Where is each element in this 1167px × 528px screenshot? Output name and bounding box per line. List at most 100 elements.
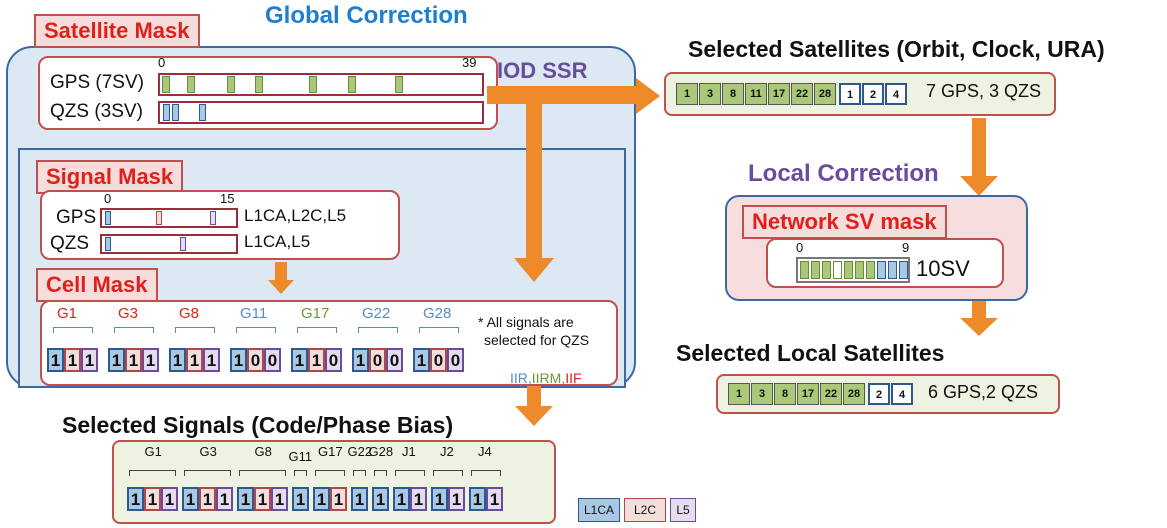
selected-sat-gps-22: 22 bbox=[791, 83, 813, 105]
gps-mask-label: GPS (7SV) bbox=[50, 72, 144, 93]
selected-sat-qzs-1: 1 bbox=[839, 83, 861, 105]
signal-bit-g22-0: 1 bbox=[351, 487, 368, 511]
gps-l5-bit bbox=[210, 211, 216, 225]
local-correction-title: Local Correction bbox=[748, 160, 939, 187]
legend-l2c: L2C bbox=[624, 498, 666, 522]
gps-sv-11-bit bbox=[255, 76, 263, 93]
cell-bit-g3-0: 1 bbox=[108, 348, 125, 372]
qzs-mask-label: QZS (3SV) bbox=[50, 101, 143, 122]
network-mask-start: 0 bbox=[796, 240, 804, 255]
network-mask-bit-0 bbox=[800, 261, 809, 279]
signal-bit-g3-2: 1 bbox=[216, 487, 233, 511]
signal-bit-g11-0: 1 bbox=[292, 487, 309, 511]
signal-bracket bbox=[433, 470, 463, 476]
selected-local-gps-17: 17 bbox=[797, 383, 819, 405]
cell-group-bracket bbox=[53, 327, 93, 333]
cell-bit-g1-1: 1 bbox=[64, 348, 81, 372]
signal-bracket bbox=[315, 470, 345, 476]
signal-bit-g17-0: 1 bbox=[313, 487, 330, 511]
signal-bracket bbox=[353, 470, 366, 476]
network-sv-mask-bar bbox=[796, 257, 910, 283]
cell-bit-g11-2: 0 bbox=[264, 348, 281, 372]
legend-iif: IIF bbox=[565, 370, 582, 386]
selected-local-title: Selected Local Satellites bbox=[676, 340, 945, 366]
gps-sv-8-bit bbox=[227, 76, 235, 93]
legend-l1ca: L1CA bbox=[578, 498, 620, 522]
cell-bit-g22-2: 0 bbox=[386, 348, 403, 372]
cell-group-label-g22: G22 bbox=[362, 305, 391, 322]
selected-signals-title: Selected Signals (Code/Phase Bias) bbox=[62, 412, 454, 438]
selected-local-gps-22: 22 bbox=[820, 383, 842, 405]
signal-gps-label: GPS bbox=[56, 207, 97, 228]
gps-sv-17-bit bbox=[309, 76, 317, 93]
signal-label-g22: G22 bbox=[347, 444, 373, 459]
cell-bit-g11-0: 1 bbox=[230, 348, 247, 372]
gps-satellite-mask-bar bbox=[158, 73, 484, 96]
signal-bracket bbox=[239, 470, 286, 476]
signal-bit-g1-1: 1 bbox=[144, 487, 161, 511]
cell-group-bracket bbox=[358, 327, 398, 333]
satellite-mask-tag: Satellite Mask bbox=[34, 14, 200, 48]
signal-label-g11: G11 bbox=[288, 449, 313, 464]
gps-signals-list: L1CA,L2C,L5 bbox=[244, 206, 347, 225]
cell-bit-g28-1: 0 bbox=[430, 348, 447, 372]
cell-bit-g28-0: 1 bbox=[413, 348, 430, 372]
selected-local-qzs-4: 4 bbox=[891, 383, 913, 405]
network-sv-mask-tag: Network SV mask bbox=[742, 205, 947, 239]
selected-sat-gps-11: 11 bbox=[745, 83, 767, 105]
cell-group-label-g8: G8 bbox=[179, 305, 200, 322]
cell-bit-g17-1: 1 bbox=[308, 348, 325, 372]
cell-group-label-g3: G3 bbox=[118, 305, 139, 322]
selected-local-panel bbox=[716, 374, 1060, 414]
signal-bit-g8-0: 1 bbox=[237, 487, 254, 511]
signal-bracket bbox=[184, 470, 231, 476]
gps-sv-28-bit bbox=[395, 76, 403, 93]
cell-bit-g8-1: 1 bbox=[186, 348, 203, 372]
cell-mask-note-2: selected for QZS bbox=[484, 332, 590, 348]
arrow-to-selected-local bbox=[960, 300, 998, 336]
signal-label-g8: G8 bbox=[254, 444, 272, 459]
selected-sat-gps-1: 1 bbox=[676, 83, 698, 105]
signal-bit-j2-0: 1 bbox=[431, 487, 448, 511]
cell-group-label-g28: G28 bbox=[423, 305, 452, 322]
signal-bit-g3-1: 1 bbox=[199, 487, 216, 511]
arrow-to-cell-mask bbox=[514, 96, 554, 282]
selected-sat-gps-28: 28 bbox=[814, 83, 836, 105]
selected-sat-gps-3: 3 bbox=[699, 83, 721, 105]
cell-group-label-g1: G1 bbox=[57, 305, 78, 322]
iod-ssr-label: IOD SSR bbox=[497, 58, 588, 83]
selected-satellites-title: Selected Satellites (Orbit, Clock, URA) bbox=[688, 36, 1105, 62]
signal-bit-j2-1: 1 bbox=[448, 487, 465, 511]
selected-sat-qzs-2: 2 bbox=[862, 83, 884, 105]
signal-bit-g8-2: 1 bbox=[271, 487, 288, 511]
cell-group-bracket bbox=[297, 327, 337, 333]
signal-bit-g1-0: 1 bbox=[127, 487, 144, 511]
signal-label-g3: G3 bbox=[199, 444, 217, 459]
network-mask-end: 9 bbox=[902, 240, 910, 255]
cell-group-bracket bbox=[236, 327, 276, 333]
cell-bit-g17-2: 0 bbox=[325, 348, 342, 372]
signal-label-j2: J2 bbox=[440, 444, 454, 459]
signal-mask-end: 15 bbox=[220, 191, 235, 206]
qzs-signal-mask-bar bbox=[100, 234, 238, 254]
selected-local-summary: 6 GPS,2 QZS bbox=[928, 382, 1039, 402]
selected-sat-qzs-4: 4 bbox=[885, 83, 907, 105]
signal-qzs-label: QZS bbox=[50, 233, 90, 254]
satellite-mask-start: 0 bbox=[158, 55, 166, 70]
cell-mask-tag: Cell Mask bbox=[36, 268, 158, 302]
qzs-sv-1-bit bbox=[163, 104, 170, 121]
network-mask-bit-3 bbox=[833, 261, 842, 279]
network-mask-bit-1 bbox=[811, 261, 820, 279]
arrow-to-selected-signals bbox=[515, 386, 553, 426]
global-correction-title: Global Correction bbox=[265, 2, 468, 29]
cell-bit-g17-0: 1 bbox=[291, 348, 308, 372]
network-mask-bit-6 bbox=[866, 261, 875, 279]
signal-bit-j4-1: 1 bbox=[486, 487, 503, 511]
network-mask-bit-4 bbox=[844, 261, 853, 279]
qzs-satellite-mask-bar bbox=[158, 101, 484, 124]
signal-bracket bbox=[294, 470, 307, 476]
gps-l2c-bit bbox=[156, 211, 162, 225]
cell-mask-note-1: * All signals are bbox=[478, 314, 574, 330]
arrow-to-selected-satellites bbox=[487, 78, 660, 114]
